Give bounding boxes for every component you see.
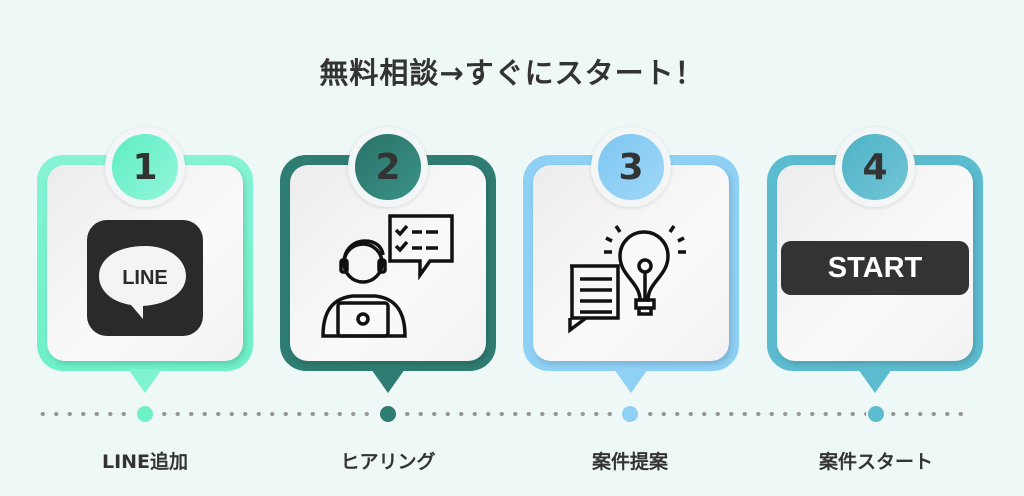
step-2: 2 <box>280 127 496 395</box>
step-card <box>280 155 496 371</box>
page-title: 無料相談→すぐにスタート！ <box>319 56 705 90</box>
step-1: LINE 1 <box>37 127 253 395</box>
timeline-node-2 <box>378 404 398 424</box>
consultation-icon <box>321 214 454 338</box>
step-number: 3 <box>591 127 671 207</box>
step-label: ヒアリング <box>340 451 436 473</box>
step-4: START 4 <box>767 127 983 395</box>
timeline-dotted-line <box>36 412 968 416</box>
svg-text:LINE: LINE <box>122 267 168 289</box>
timeline-node-1 <box>135 404 155 424</box>
step-number: 2 <box>348 127 428 207</box>
start-button-icon: START <box>781 241 969 295</box>
timeline-node-3 <box>620 404 640 424</box>
line-app-icon: LINE <box>87 220 203 336</box>
step-label: 案件スタート <box>818 451 933 473</box>
step-label: 案件提案 <box>591 451 668 473</box>
step-3: 3 <box>523 127 739 395</box>
step-label: LINE追加 <box>101 451 189 473</box>
timeline-node-4 <box>866 404 886 424</box>
step-number: 4 <box>835 127 915 207</box>
step-number: 1 <box>105 127 185 207</box>
lightbulb-proposal-icon <box>568 224 686 333</box>
